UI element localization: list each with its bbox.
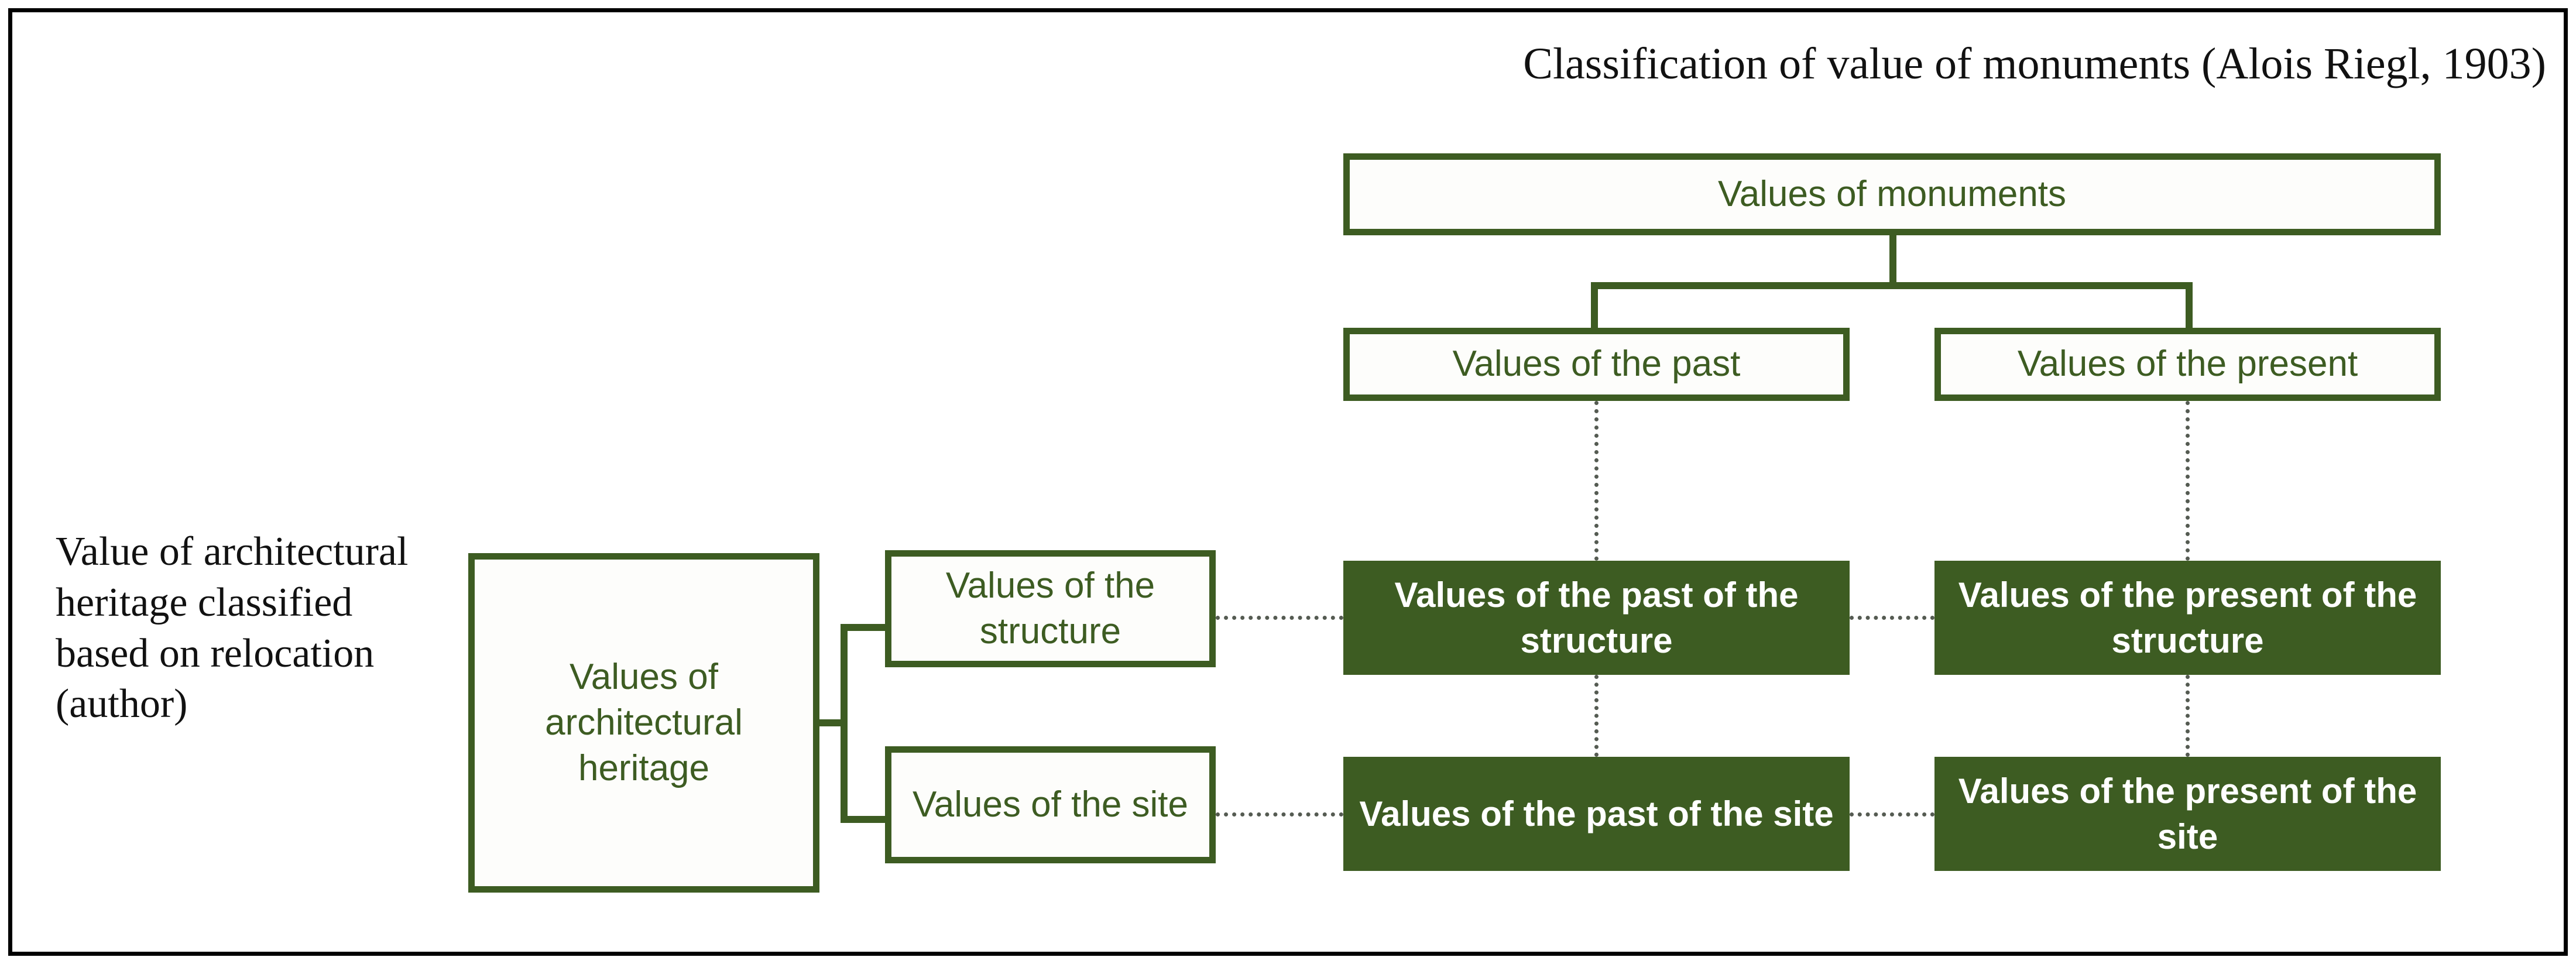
dotted-present-structure-to-present-site <box>2186 675 2190 757</box>
node-values-of-the-structure[interactable]: Values of the structure <box>885 550 1216 667</box>
node-values-of-the-site-label: Values of the site <box>912 784 1189 825</box>
cell-past-site-label: Values of the past of the site <box>1359 794 1834 833</box>
dotted-past-to-structure-cell <box>1594 401 1599 561</box>
cell-past-structure[interactable]: Values of the past of the structure <box>1343 561 1850 675</box>
connector-drop-present <box>2186 282 2193 334</box>
node-values-of-the-past-label: Values of the past <box>1452 344 1741 385</box>
connector-bracket-arm-structure <box>841 624 891 631</box>
cell-present-structure[interactable]: Values of the present of the structure <box>1934 561 2441 675</box>
connector-drop-past <box>1591 282 1598 334</box>
node-values-of-monuments[interactable]: Values of monuments <box>1343 153 2441 235</box>
connector-root-stem <box>1889 235 1896 286</box>
connector-root-bar <box>1591 282 2193 289</box>
connector-bracket-spine <box>841 624 848 823</box>
node-values-of-the-present[interactable]: Values of the present <box>1934 328 2441 401</box>
connector-bracket-arm-site <box>841 816 891 823</box>
node-values-of-architectural-heritage[interactable]: Values of architectural heritage <box>468 553 819 893</box>
node-values-of-the-site[interactable]: Values of the site <box>885 746 1216 863</box>
node-values-of-the-past[interactable]: Values of the past <box>1343 328 1850 401</box>
cell-present-site[interactable]: Values of the present of the site <box>1934 757 2441 871</box>
dotted-structure-row-middle <box>1850 616 1934 620</box>
dotted-structure-row-left <box>1216 616 1343 620</box>
node-values-of-monuments-label: Values of monuments <box>1717 173 2067 214</box>
node-values-of-architectural-heritage-label: Values of architectural heritage <box>545 656 743 789</box>
dotted-site-row-middle <box>1850 812 1934 817</box>
dotted-present-to-structure-cell <box>2186 401 2190 561</box>
dotted-site-row-left <box>1216 812 1343 817</box>
dotted-past-structure-to-past-site <box>1594 675 1599 757</box>
cell-present-structure-label: Values of the present of the structure <box>1958 575 2417 660</box>
cell-past-structure-label: Values of the past of the structure <box>1394 575 1799 660</box>
cell-past-site[interactable]: Values of the past of the site <box>1343 757 1850 871</box>
figure-title: Classification of value of monuments (Al… <box>1523 39 2546 88</box>
node-values-of-the-structure-label: Values of the structure <box>945 565 1155 651</box>
left-caption: Value of architectural heritage classifi… <box>56 529 409 727</box>
cell-present-site-label: Values of the present of the site <box>1958 771 2417 856</box>
node-values-of-the-present-label: Values of the present <box>2017 344 2358 385</box>
